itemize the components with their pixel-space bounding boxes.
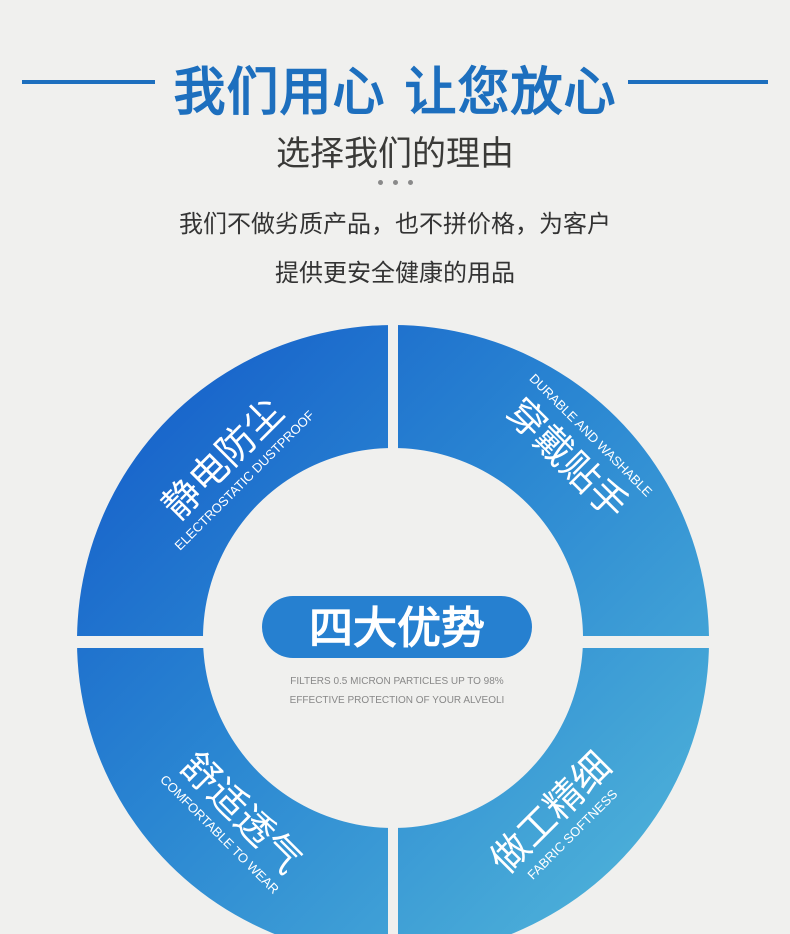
center-badge-text: 四大优势 (309, 603, 485, 654)
center-note-line-1: FILTERS 0.5 MICRON PARTICLES UP TO 98% (290, 676, 504, 687)
page-subtitle: 选择我们的理由 (276, 134, 514, 174)
description-line-1: 我们不做劣质产品，也不拼价格，为客户 (179, 210, 611, 238)
description-line-2: 提供更安全健康的用品 (275, 259, 515, 287)
page-title: 我们用心 让您放心 (173, 63, 617, 123)
left-divider-line (22, 80, 155, 84)
center-note-line-2: EFFECTIVE PROTECTION OF YOUR ALVEOLI (290, 695, 505, 706)
ring-segments (77, 325, 709, 934)
right-divider-line (628, 80, 768, 84)
center-badge (262, 596, 532, 658)
dots-decoration (0, 170, 790, 189)
